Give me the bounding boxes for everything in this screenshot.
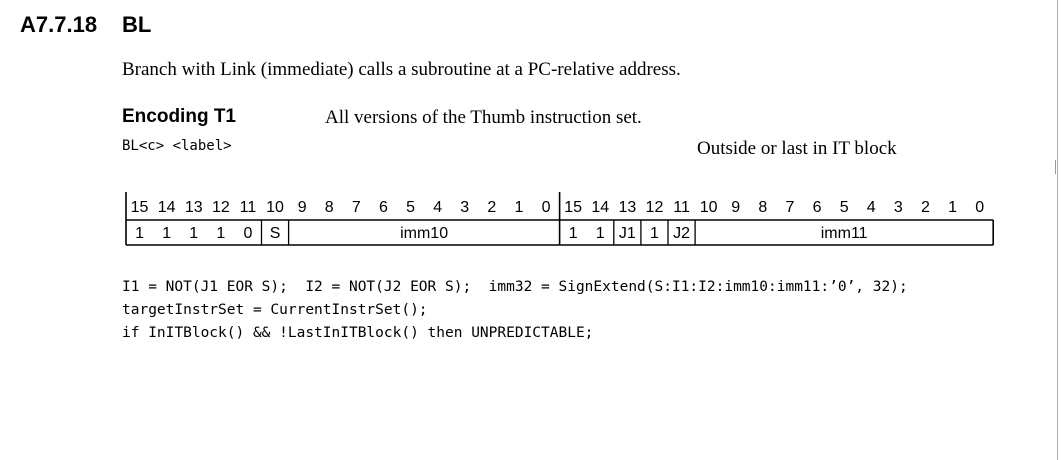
section-title: BL (122, 12, 152, 37)
instruction-description: Branch with Link (immediate) calls a sub… (122, 59, 681, 80)
bit-number: 11 (240, 199, 257, 216)
bit-number: 8 (758, 199, 767, 216)
page-edge (1057, 0, 1058, 460)
bit-number: 6 (379, 199, 388, 216)
field-label: 0 (243, 225, 252, 242)
bit-number: 12 (212, 199, 230, 216)
bit-number: 1 (514, 199, 523, 216)
scroll-marker (1055, 160, 1060, 174)
pseudocode-line: targetInstrSet = CurrentInstrSet(); (122, 302, 428, 318)
bit-number: 12 (646, 199, 664, 216)
field-label: J2 (673, 225, 690, 242)
pseudocode-line: I1 = NOT(J1 EOR S); I2 = NOT(J2 EOR S); … (122, 279, 908, 295)
field-label: 1 (569, 225, 578, 242)
bit-number: 7 (785, 199, 794, 216)
field-label: J1 (619, 225, 636, 242)
bit-number: 15 (564, 199, 582, 216)
bit-number: 7 (352, 199, 361, 216)
bit-number: 4 (433, 199, 442, 216)
bit-number: 5 (406, 199, 415, 216)
bit-number: 6 (813, 199, 822, 216)
field-label: imm10 (400, 225, 448, 242)
bit-number: 5 (840, 199, 849, 216)
field-label: 1 (216, 225, 225, 242)
bit-number: 9 (731, 199, 740, 216)
pseudocode-line: if InITBlock() && !LastInITBlock() then … (122, 325, 594, 341)
bit-number: 14 (591, 199, 609, 216)
bit-number: 4 (867, 199, 876, 216)
bit-number: 2 (487, 199, 496, 216)
field-label: 1 (135, 225, 144, 242)
bit-number: 15 (131, 199, 149, 216)
encoding-versions: All versions of the Thumb instruction se… (325, 107, 642, 128)
section-number: A7.7.18 (20, 12, 98, 37)
bit-number: 0 (542, 199, 551, 216)
assembler-syntax: BL<c> <label> (122, 138, 232, 154)
bit-number: 9 (298, 199, 307, 216)
field-label: S (270, 225, 281, 242)
bit-number: 8 (325, 199, 334, 216)
pseudocode-block: I1 = NOT(J1 EOR S); I2 = NOT(J2 EOR S); … (122, 276, 908, 345)
field-label: 1 (189, 225, 198, 242)
bit-number: 14 (158, 199, 176, 216)
bit-number: 13 (618, 199, 636, 216)
bit-number: 13 (185, 199, 203, 216)
field-label: 1 (596, 225, 605, 242)
bit-number: 2 (921, 199, 930, 216)
bit-number: 3 (460, 199, 469, 216)
syntax-note: Outside or last in IT block (697, 138, 897, 159)
bit-number: 11 (673, 199, 690, 216)
bit-number: 0 (975, 199, 984, 216)
field-label: 1 (650, 225, 659, 242)
encoding-label: Encoding T1 (122, 106, 236, 127)
field-label: 1 (162, 225, 171, 242)
bit-number: 10 (266, 199, 284, 216)
field-label: imm11 (821, 225, 868, 242)
bit-number: 10 (700, 199, 718, 216)
bit-number: 1 (948, 199, 957, 216)
bit-number: 3 (894, 199, 903, 216)
